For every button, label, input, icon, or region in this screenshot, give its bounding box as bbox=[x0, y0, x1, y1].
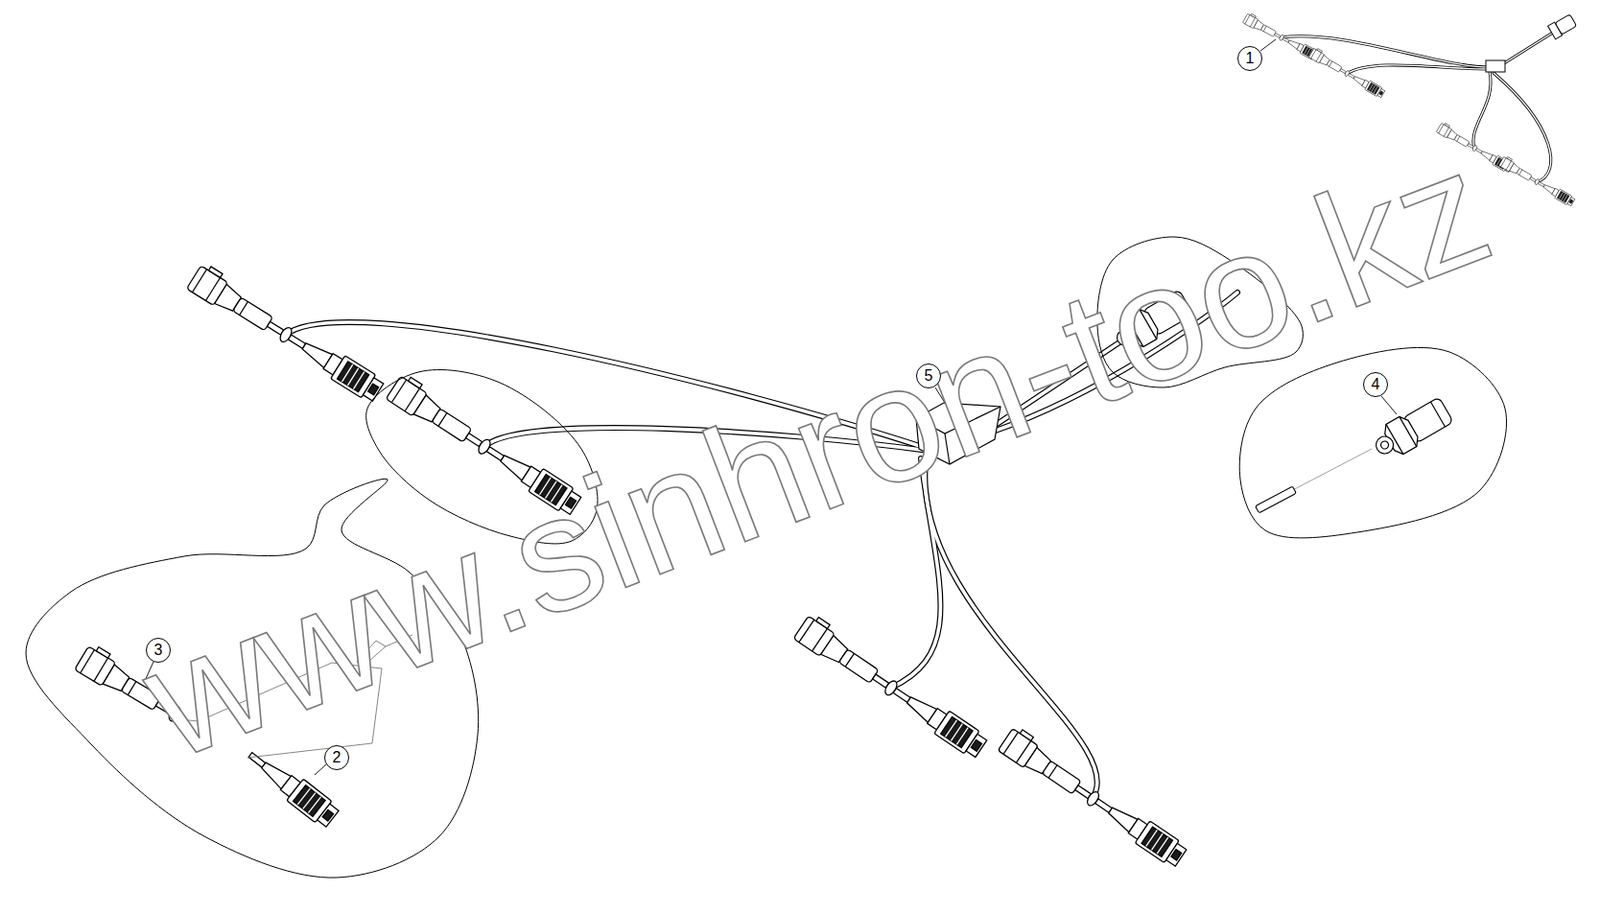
callout-outline bbox=[366, 370, 598, 544]
callout-number: 4 bbox=[1363, 372, 1389, 398]
callout-number: 5 bbox=[916, 363, 942, 389]
callout-number: 2 bbox=[324, 745, 350, 771]
callout-number: 3 bbox=[145, 637, 171, 663]
callout-outline bbox=[1239, 347, 1506, 538]
callout-outline bbox=[1097, 236, 1304, 388]
callout-number: 1 bbox=[1237, 46, 1263, 71]
callout-outline bbox=[25, 478, 479, 878]
watermark: www.sinhron-too.kz bbox=[121, 115, 1512, 793]
